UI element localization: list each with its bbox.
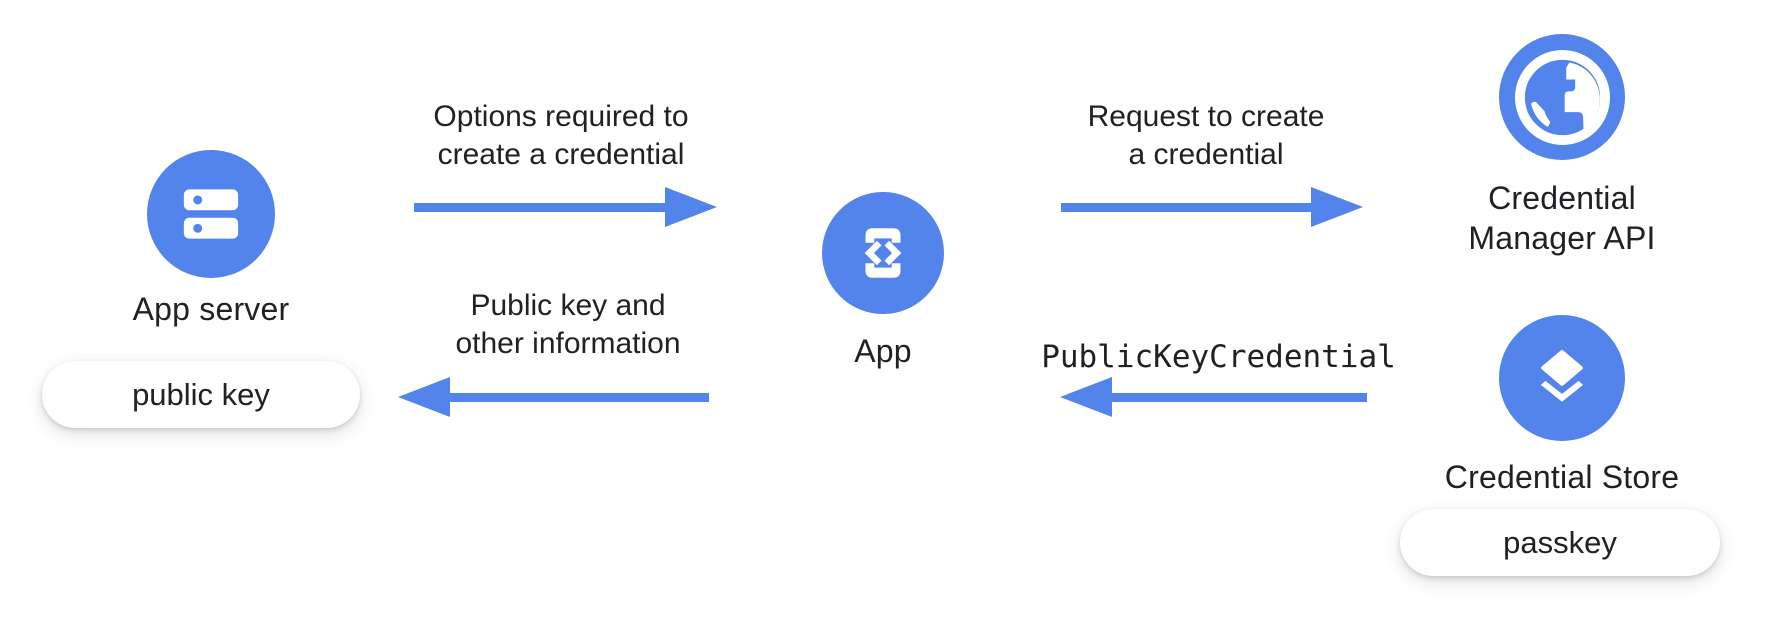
arrow-caption-request-line1: Request to create bbox=[1087, 100, 1325, 133]
credential-manager-api-node bbox=[1499, 34, 1625, 160]
arrow-public-key-credential-shaft bbox=[1112, 392, 1367, 402]
globe-icon bbox=[1514, 49, 1610, 145]
arrow-public-key-credential-head-icon bbox=[1060, 377, 1112, 417]
arrow-caption-request: Request to create a credential bbox=[1030, 98, 1382, 174]
public-key-badge: public key bbox=[42, 361, 360, 428]
layers-icon bbox=[1540, 350, 1584, 402]
server-icon bbox=[183, 189, 239, 239]
arrow-caption-request-line2: a credential bbox=[1128, 138, 1284, 171]
arrow-caption-options-line2: create a credential bbox=[437, 138, 685, 171]
app-node bbox=[822, 192, 944, 314]
credential-manager-api-label-line2: Manager API bbox=[1468, 220, 1656, 256]
app-server-node bbox=[147, 150, 275, 278]
arrow-options-right bbox=[414, 187, 717, 227]
credential-manager-api-label-line1: Credential bbox=[1488, 180, 1636, 216]
phone-code-icon bbox=[864, 228, 902, 278]
passkey-badge-text: passkey bbox=[1503, 524, 1617, 560]
arrow-options-shaft bbox=[414, 202, 665, 212]
arrow-public-key-info-shaft bbox=[450, 392, 709, 402]
credential-store-node bbox=[1499, 315, 1625, 441]
public-key-badge-text: public key bbox=[132, 376, 270, 412]
credential-manager-api-label: Credential Manager API bbox=[1412, 178, 1712, 258]
arrow-caption-public-key-credential: PublicKeyCredential bbox=[1041, 339, 1396, 375]
passkey-badge: passkey bbox=[1400, 509, 1720, 576]
arrow-request-right bbox=[1061, 187, 1363, 227]
arrow-public-key-credential-left bbox=[1060, 377, 1367, 417]
arrow-caption-public-key-info-line2: other information bbox=[455, 327, 681, 360]
arrow-caption-public-key-info-line1: Public key and bbox=[470, 289, 666, 322]
arrow-public-key-info-left bbox=[398, 377, 709, 417]
arrow-caption-public-key-info: Public key and other information bbox=[392, 287, 744, 363]
arrow-options-head-icon bbox=[665, 187, 717, 227]
app-server-label: App server bbox=[132, 291, 290, 327]
credential-store-label: Credential Store bbox=[1444, 459, 1680, 495]
arrow-public-key-info-head-icon bbox=[398, 377, 450, 417]
arrow-caption-options-line1: Options required to bbox=[433, 100, 689, 133]
arrow-request-shaft bbox=[1061, 202, 1311, 212]
arrow-request-head-icon bbox=[1311, 187, 1363, 227]
arrow-caption-options: Options required to create a credential bbox=[385, 98, 737, 174]
app-label: App bbox=[854, 333, 912, 369]
